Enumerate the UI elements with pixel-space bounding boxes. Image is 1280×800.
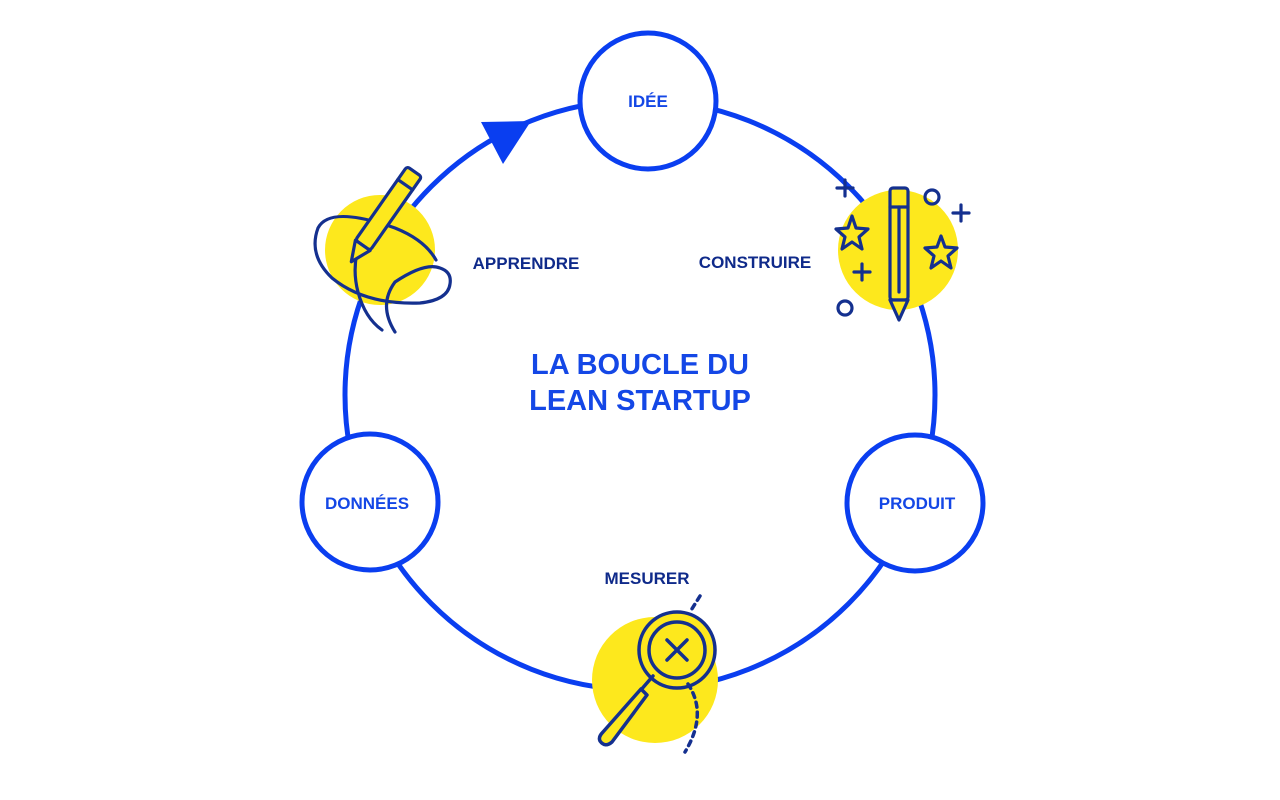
step-mesurer-label: MESURER — [604, 569, 690, 588]
node-donnees-label: DONNÉES — [324, 494, 410, 513]
pencil-stars-icon — [834, 178, 971, 322]
magnifier-icon — [592, 594, 718, 754]
node-idee-circle — [577, 30, 719, 172]
title-line-2: LEAN STARTUP — [529, 385, 751, 417]
node-produit-label: PRODUIT — [878, 494, 956, 513]
node-idee-label: IDÉE — [628, 92, 668, 111]
diagram-title: LA BOUCLE DU LEAN STARTUP — [529, 347, 751, 419]
pencil-scribble-icon — [313, 166, 452, 334]
step-apprendre-label: APPRENDRE — [472, 254, 580, 273]
arrow-triangle-icon — [481, 121, 531, 164]
title-line-1: LA BOUCLE DU — [530, 349, 750, 381]
node-produit-circle — [844, 432, 986, 574]
node-donnees-circle — [299, 431, 441, 573]
step-construire-label: CONSTRUIRE — [698, 253, 812, 272]
